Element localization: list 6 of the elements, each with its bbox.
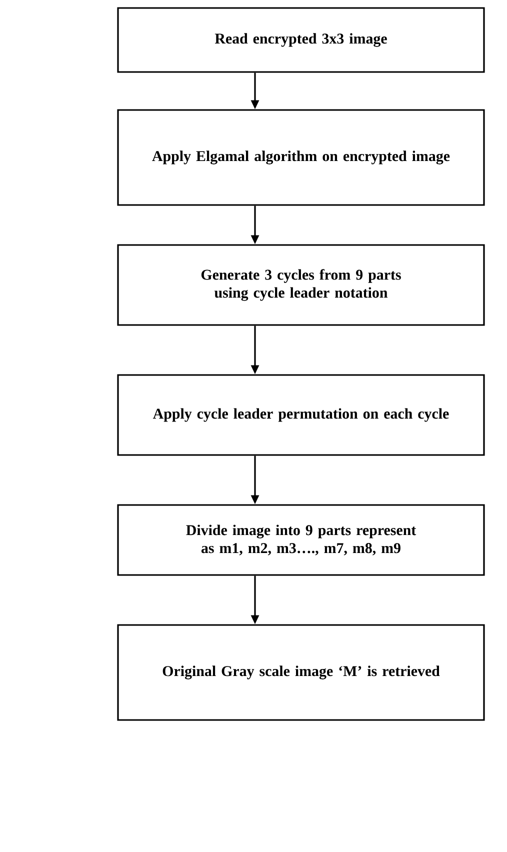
process-box: Apply cycle leader permutation on each cycle: [117, 374, 485, 456]
process-box: Divide image into 9 parts represent as m1, m2, m3…., m7, m8, m9: [117, 504, 485, 576]
process-box: Apply Elgamal algorithm on encrypted image: [117, 109, 485, 206]
process-box: Generate 3 cycles from 9 parts using cycle leader notation: [117, 244, 485, 326]
process-box: Original Gray scale image ‘M’ is retrieved: [117, 624, 485, 721]
process-box: Read encrypted 3x3 image: [117, 7, 485, 73]
